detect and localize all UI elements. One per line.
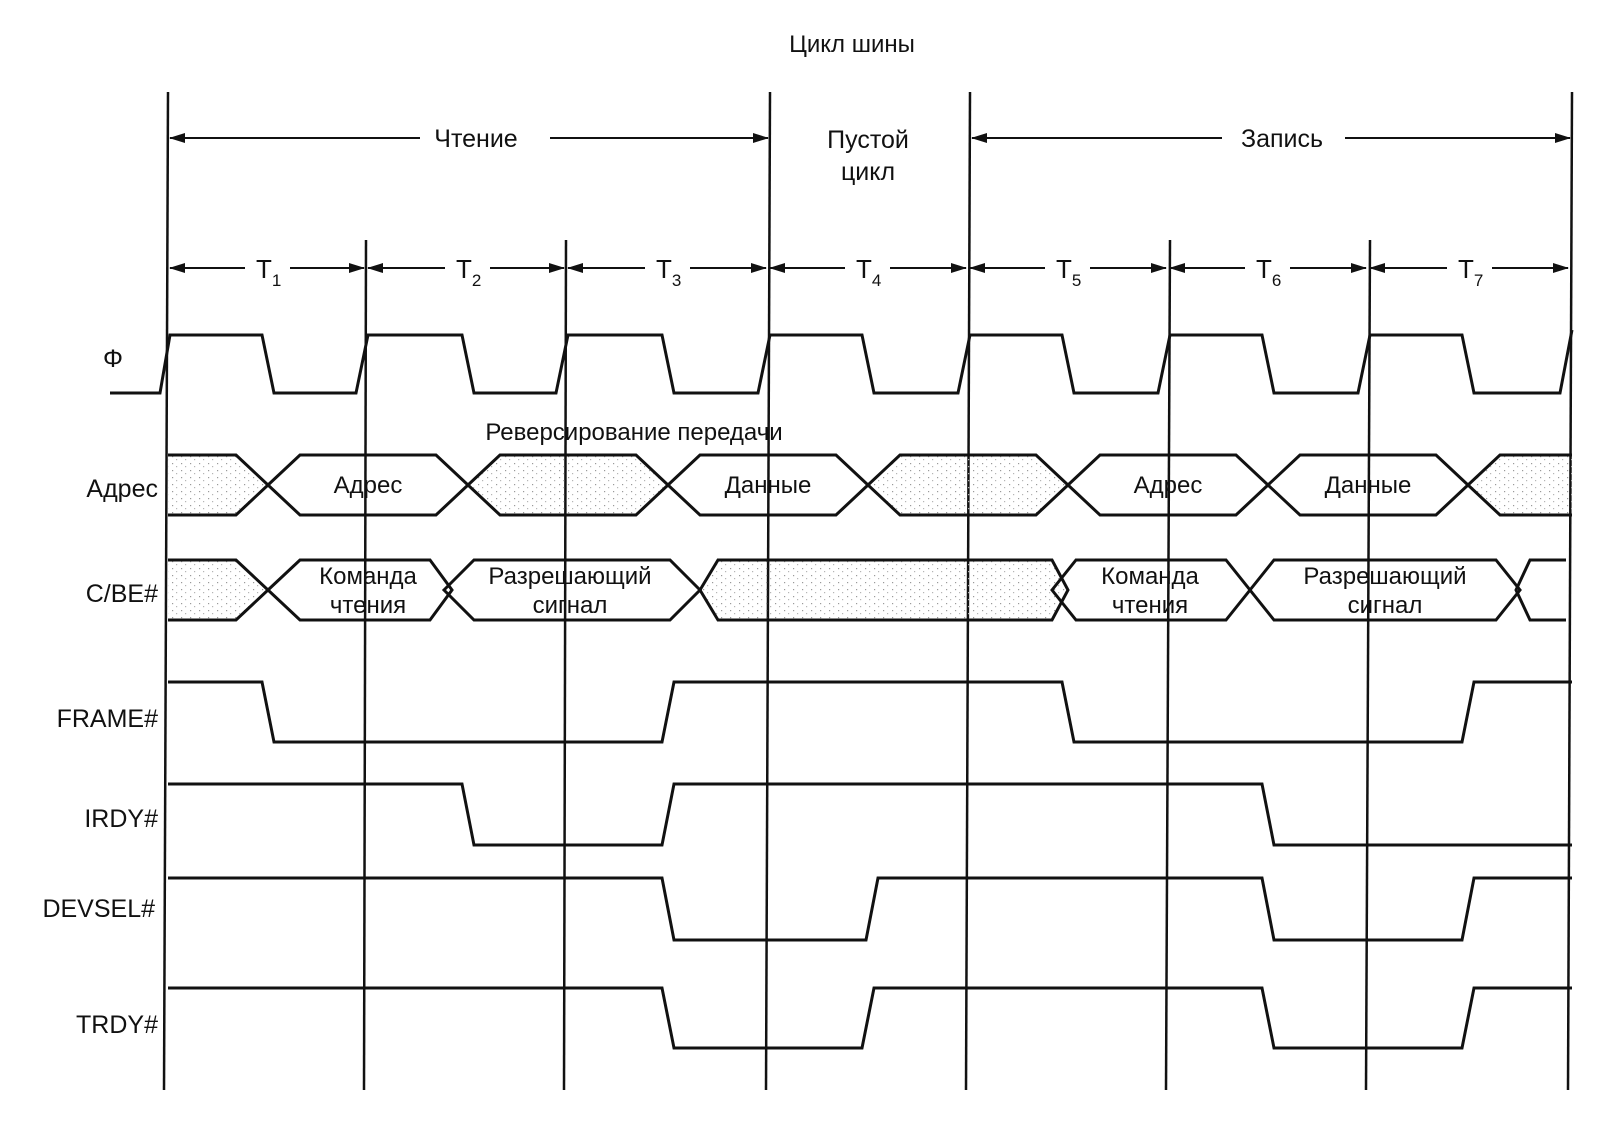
boundary-line-7 bbox=[1566, 91, 1574, 1091]
cbe-bus-command-1 bbox=[265, 558, 454, 622]
period-row: T1 T2 T3 T4 T5 T6 T7 bbox=[169, 254, 1569, 290]
ad-data-label-1: Данные bbox=[725, 472, 812, 499]
cbe-command-label-2-line1: Команда bbox=[1101, 563, 1199, 590]
period-t6-label: T6 bbox=[1256, 254, 1281, 290]
period-t2-label: T2 bbox=[456, 254, 481, 290]
ad-bus-turnaround-4 bbox=[1465, 453, 1572, 517]
cbe-bus-idle-1 bbox=[168, 558, 271, 622]
period-t5-label: T5 bbox=[1056, 254, 1081, 290]
period-t2: T2 bbox=[367, 254, 565, 290]
trdy-waveform bbox=[168, 986, 1572, 1050]
cbe-enable-label-1-line2: сигнал bbox=[533, 592, 608, 619]
cbe-bus-waveform: Команда чтения Разрешающий сигнал Команд… bbox=[168, 558, 1566, 622]
signal-addr-name: Адрес bbox=[86, 475, 158, 503]
period-t5: T5 bbox=[969, 254, 1167, 290]
period-t1-label: T1 bbox=[256, 254, 281, 290]
ad-bus-turnaround-3 bbox=[865, 453, 1071, 517]
period-t6: T6 bbox=[1169, 254, 1367, 290]
ad-bus-turnaround-1 bbox=[168, 453, 271, 517]
signal-irdy-name: IRDY# bbox=[84, 805, 158, 833]
phase-read-label: Чтение bbox=[434, 125, 517, 153]
clock-waveform bbox=[110, 329, 1574, 395]
boundary-line-6 bbox=[1364, 239, 1372, 1091]
boundary-line-1 bbox=[362, 239, 368, 1091]
ad-data-label-2: Данные bbox=[1325, 472, 1412, 499]
irdy-waveform bbox=[168, 782, 1572, 847]
diagram-title: Цикл шины bbox=[789, 31, 915, 58]
phase-row: Чтение Пустой цикл Запись bbox=[169, 125, 1571, 186]
cbe-command-label-1-line2: чтения bbox=[330, 592, 406, 619]
cbe-bus-tail bbox=[1514, 558, 1566, 622]
signal-trdy-name: TRDY# bbox=[76, 1011, 158, 1039]
period-t3: T3 bbox=[567, 254, 767, 290]
cbe-bus-idle-2 bbox=[698, 558, 1070, 622]
phase-idle-label-line1: Пустой bbox=[827, 126, 909, 154]
signal-frame-name: FRAME# bbox=[57, 705, 159, 733]
boundary-line-2 bbox=[562, 239, 568, 1091]
period-t7: T7 bbox=[1369, 254, 1569, 290]
phase-write-label: Запись bbox=[1241, 125, 1323, 153]
ad-address-label-2: Адрес bbox=[1134, 472, 1203, 499]
period-t1: T1 bbox=[169, 254, 365, 290]
frame-waveform bbox=[168, 680, 1572, 744]
ad-bus-waveform: Адрес Данные Адрес Данные bbox=[168, 453, 1572, 517]
ad-bus-turnaround-2 bbox=[465, 453, 671, 517]
period-t4: T4 bbox=[769, 254, 967, 290]
cbe-command-label-1-line1: Команда bbox=[319, 563, 417, 590]
cbe-command-label-2-line2: чтения bbox=[1112, 592, 1188, 619]
signal-clock-name: Φ bbox=[103, 345, 123, 373]
period-t7-label: T7 bbox=[1458, 254, 1483, 290]
ad-address-label-1: Адрес bbox=[334, 472, 403, 499]
boundary-line-0 bbox=[162, 91, 170, 1091]
cbe-enable-label-1-line1: Разрешающий bbox=[488, 563, 651, 590]
phase-idle-label-line2: цикл bbox=[841, 158, 895, 186]
cbe-enable-label-2-line2: сигнал bbox=[1348, 592, 1423, 619]
period-t4-label: T4 bbox=[856, 254, 881, 290]
turnaround-label: Реверсирование передачи bbox=[485, 419, 782, 446]
devsel-waveform bbox=[168, 876, 1572, 942]
boundary-line-5 bbox=[1164, 239, 1172, 1091]
cbe-enable-label-2-line1: Разрешающий bbox=[1303, 563, 1466, 590]
signal-names: Φ Адрес C/BE# FRAME# IRDY# DEVSEL# TRDY# bbox=[42, 345, 158, 1039]
period-t3-label: T3 bbox=[656, 254, 681, 290]
signal-cbe-name: C/BE# bbox=[86, 580, 158, 608]
cbe-bus-byte-enable-2 bbox=[1248, 558, 1522, 622]
signal-devsel-name: DEVSEL# bbox=[42, 895, 155, 923]
